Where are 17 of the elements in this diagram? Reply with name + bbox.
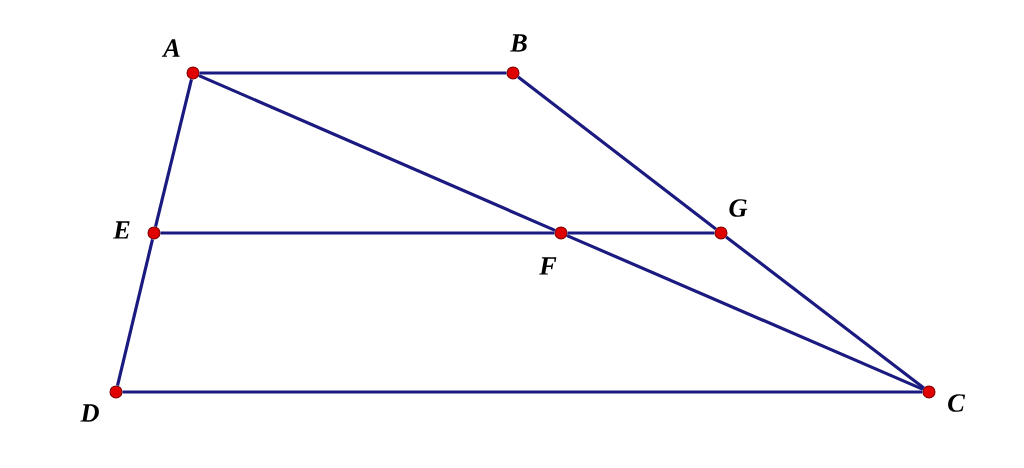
point-label: A [161,39,180,57]
point-label: E [113,221,130,239]
line-segment [198,74,556,232]
point-label: D [80,404,99,422]
point-label: F [539,257,557,275]
line-segment [567,231,715,235]
line-segment [160,231,555,235]
line-segment [725,235,925,390]
line-segment [517,75,717,231]
line-segment [116,238,155,386]
point-label: C [948,394,966,412]
line-segment [566,234,924,391]
line-segment [199,71,507,75]
point-label: B [509,34,527,52]
line-segment [154,78,193,228]
point-label: G [729,199,748,217]
line-segment [122,390,923,394]
